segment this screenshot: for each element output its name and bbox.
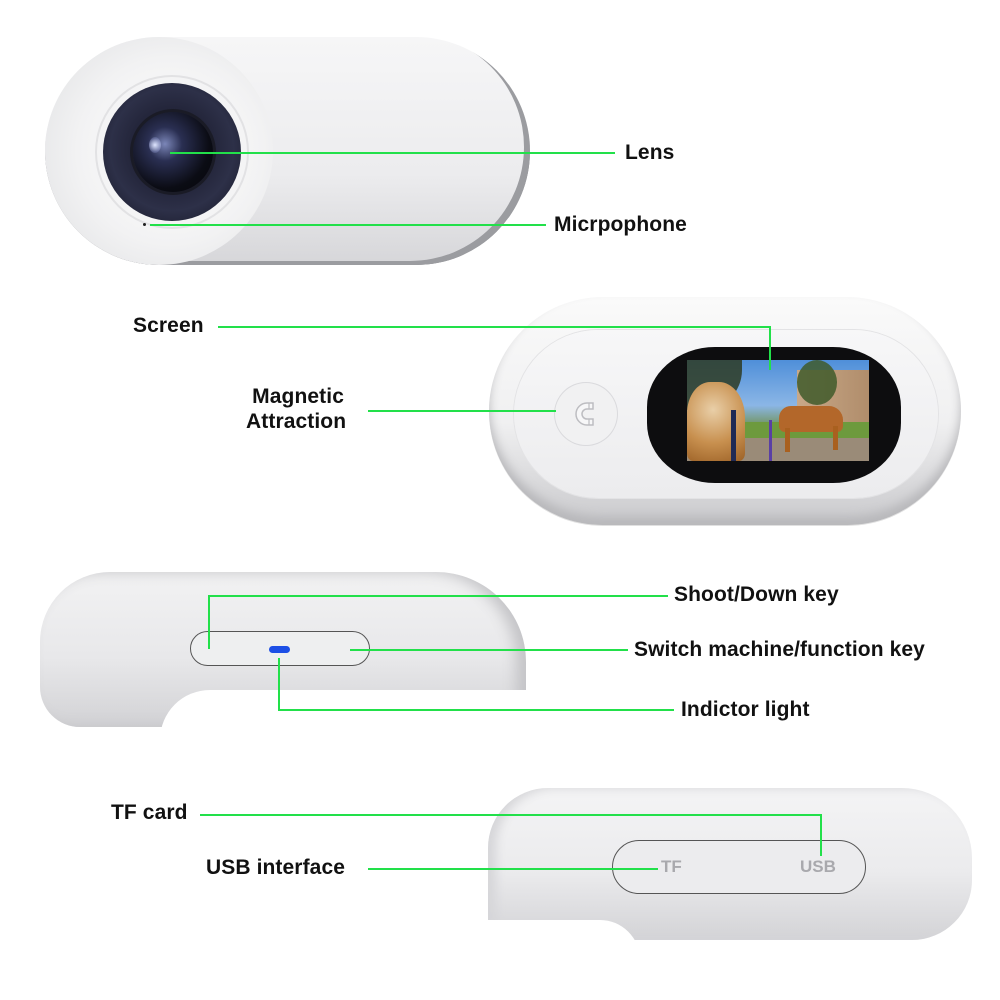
shoot-key-leader-drop: [208, 595, 210, 649]
tf-port-label: TF: [661, 857, 682, 876]
lens-label: Lens: [625, 141, 675, 164]
usb-leader-line: [368, 868, 658, 870]
indicator-leader-drop: [278, 658, 280, 710]
usb-label: USB interface: [206, 856, 346, 879]
microphone-leader-line: [150, 224, 546, 226]
camera-bottom-cutout: [480, 920, 640, 960]
lens-leader-line: [170, 152, 615, 154]
screen-display: [687, 360, 869, 461]
magnet-icon: [555, 383, 617, 445]
screen-leader-drop: [769, 326, 771, 370]
magnetic-label-line-1: Magnetic: [252, 385, 344, 408]
screen-leader-line: [218, 326, 770, 328]
magnetic-leader-line: [368, 410, 556, 412]
microphone-hole: [143, 223, 146, 226]
indicator-label: Indictor light: [681, 698, 810, 721]
screen-image-dog: [687, 382, 745, 461]
tf-card-label: TF card: [111, 801, 188, 824]
screen-image-dog-leg: [785, 428, 790, 452]
shoot-key-leader-line: [208, 595, 668, 597]
screen-image-leash: [769, 420, 772, 461]
switch-key-leader-line: [350, 649, 628, 651]
screen-image-dog-leg: [833, 426, 838, 450]
microphone-label: Micrpophone: [554, 213, 687, 236]
magnetic-label-line-2: Attraction: [246, 410, 347, 434]
lens-glint: [149, 137, 161, 153]
indicator-leader-line: [278, 709, 674, 711]
screen-image-leash: [731, 410, 736, 461]
switch-key-label: Switch machine/function key: [634, 638, 925, 661]
magnet-icon-glyph: [575, 402, 594, 426]
indicator-light: [269, 646, 290, 653]
usb-port-label: USB: [800, 857, 836, 876]
screen-image-tree: [797, 360, 837, 405]
tf-card-leader-drop: [820, 814, 822, 856]
magnetic-label: Magnetic Attraction: [246, 384, 346, 434]
camera-top-cutout: [160, 690, 540, 740]
tf-card-leader-line: [200, 814, 822, 816]
port-cover: [612, 840, 866, 894]
shoot-key-label: Shoot/Down key: [674, 583, 839, 606]
screen-label: Screen: [133, 314, 204, 337]
screen-image-dog: [779, 406, 843, 432]
